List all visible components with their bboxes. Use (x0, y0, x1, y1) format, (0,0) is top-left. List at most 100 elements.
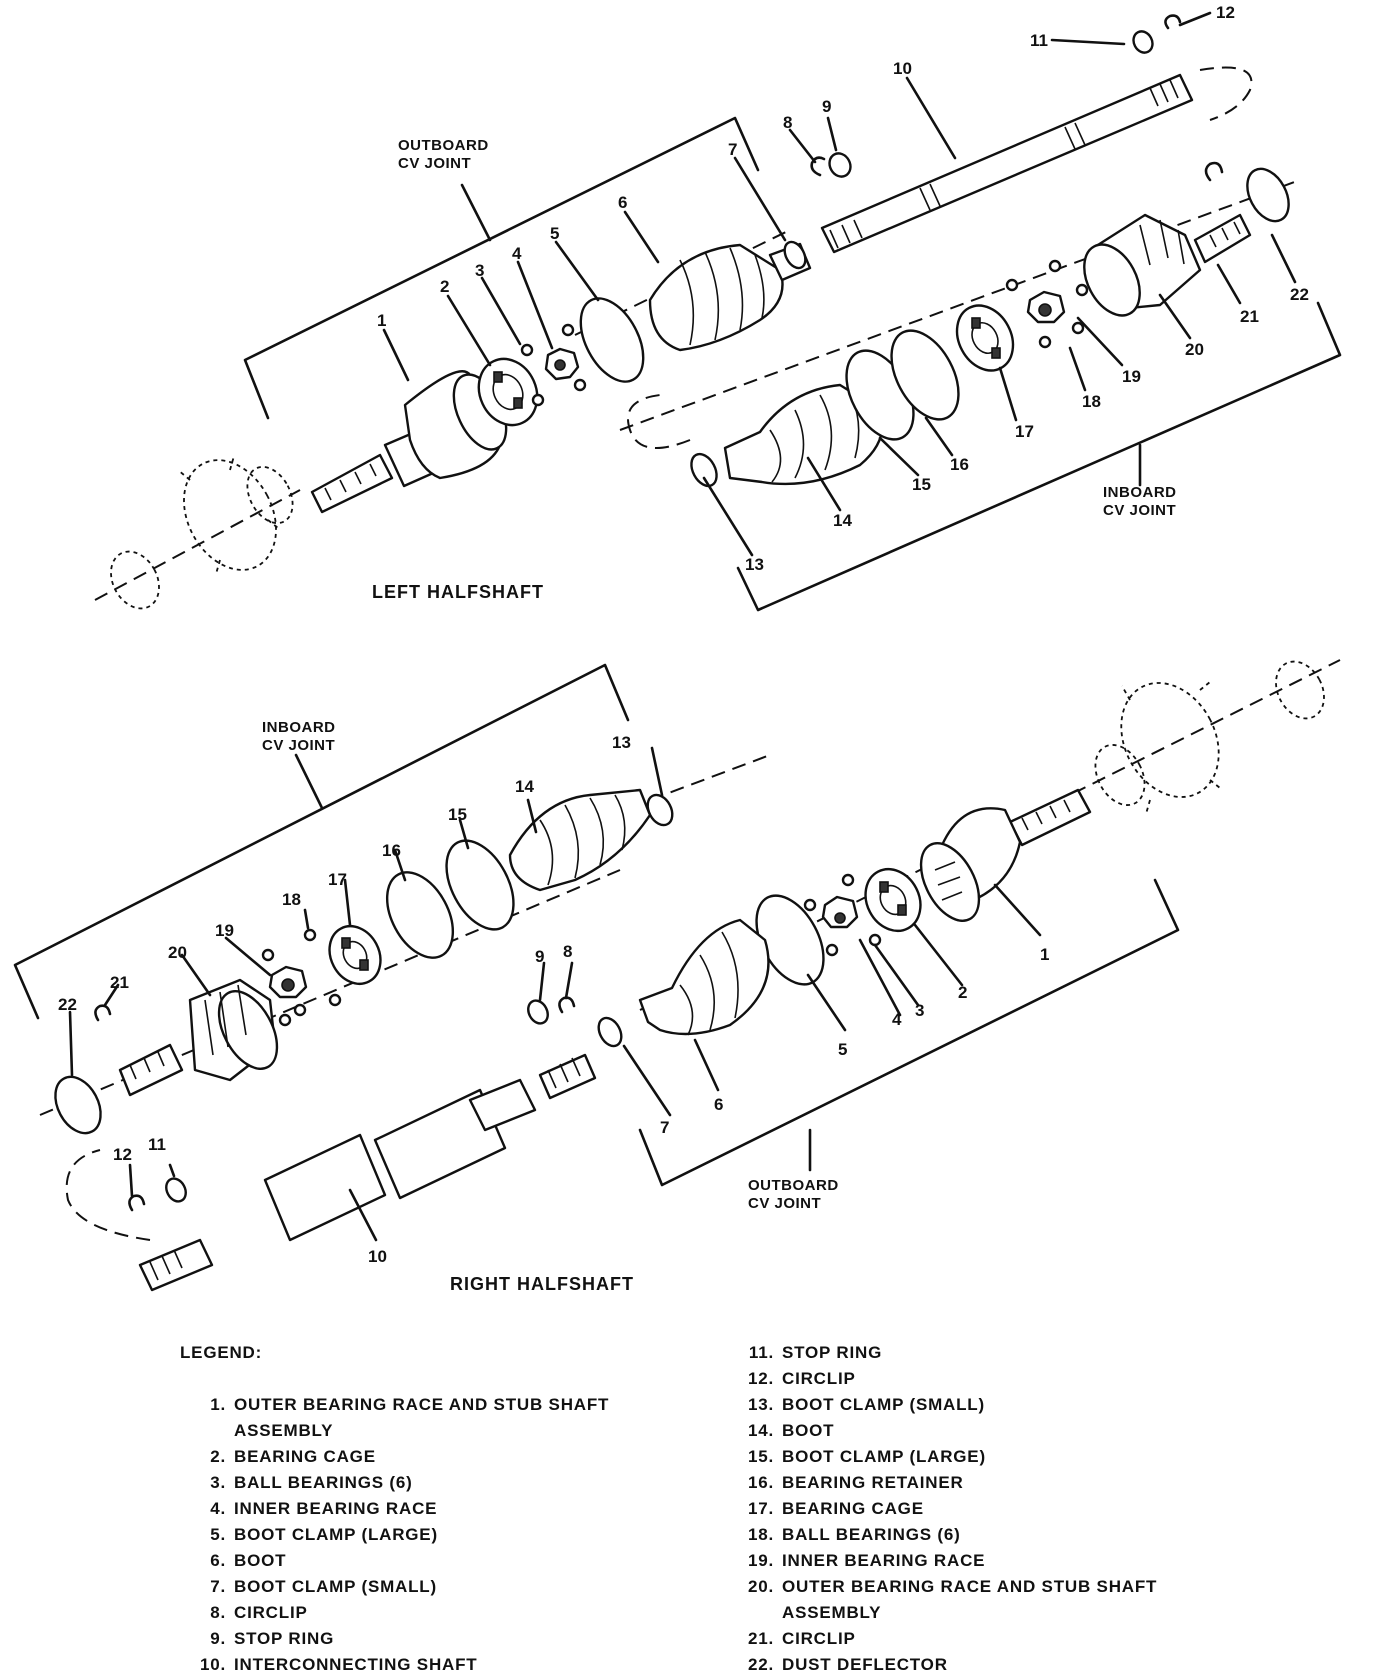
legend-item-label: STOP RING (234, 1629, 335, 1648)
left-callout-20: 20 (1185, 340, 1204, 359)
left-interconnecting-shaft (820, 66, 1253, 254)
right-halfshaft-assembly: 1 2 3 4 5 6 7 8 9 10 11 12 13 14 15 16 1… (13, 659, 1341, 1294)
left-boot-clamp-small-13 (690, 452, 718, 488)
right-callout-22: 22 (58, 995, 77, 1014)
left-inboard-label-line2: CV JOINT (1103, 502, 1176, 519)
legend-item-number: 12. (747, 1369, 774, 1388)
left-centerline-inboard (619, 179, 1301, 431)
left-leader-lines (382, 11, 1297, 557)
right-callout-4: 4 (892, 1010, 902, 1029)
legend-item-label: OUTER BEARING RACE AND STUB SHAFT ASSEMB… (234, 1395, 610, 1440)
left-callout-16: 16 (950, 455, 969, 474)
right-circlip-21 (94, 1004, 112, 1022)
left-outboard-label-line2: CV JOINT (398, 155, 471, 172)
left-ball-bearings (520, 323, 587, 407)
legend-item-label: BEARING CAGE (234, 1447, 376, 1466)
right-outboard-bracket (638, 878, 1180, 1187)
right-bearing-cage (864, 868, 922, 932)
left-callout-7: 7 (728, 140, 737, 159)
right-callout-19: 19 (215, 921, 234, 940)
legend-item-label: BOOT CLAMP (LARGE) (234, 1525, 438, 1544)
legend-item-20: 20.OUTER BEARING RACE AND STUB SHAFT ASS… (728, 1574, 1190, 1626)
left-callout-14: 14 (833, 511, 852, 530)
left-halfshaft-assembly: 1 2 3 4 5 6 7 8 9 10 11 12 13 14 15 16 1… (94, 3, 1342, 612)
left-dust-deflector (1246, 167, 1290, 223)
legend-item-16: 16. BEARING RETAINER (728, 1470, 1190, 1496)
legend-item-number: 21. (747, 1629, 774, 1648)
legend-column-left: 1.OUTER BEARING RACE AND STUB SHAFT ASSE… (180, 1392, 650, 1678)
left-callout-1: 1 (377, 311, 386, 330)
legend-item-2: 2. BEARING CAGE (180, 1444, 650, 1470)
left-bearing-retainer (890, 329, 960, 421)
right-callout-17: 17 (328, 870, 347, 889)
right-callout-11: 11 (148, 1135, 166, 1154)
right-callout-9: 9 (535, 947, 544, 966)
legend-title: LEGEND: (180, 1343, 263, 1362)
legend-item-number: 2. (210, 1447, 226, 1466)
left-callout-4: 4 (512, 244, 522, 263)
right-callout-13: 13 (612, 733, 631, 752)
legend-item-label: BOOT CLAMP (LARGE) (782, 1447, 986, 1466)
left-inner-race (544, 347, 580, 381)
legend-item-6: 6.BOOT (180, 1548, 650, 1574)
right-halfshaft-title: RIGHT HALFSHAFT (450, 1274, 634, 1294)
legend-item-9: 9. STOP RING (180, 1626, 650, 1652)
right-callout-6: 6 (714, 1095, 723, 1114)
legend-item-label: BEARING RETAINER (782, 1473, 964, 1492)
right-bearing-retainer (385, 871, 455, 959)
legend-item-label: BALL BEARINGS (6) (782, 1525, 961, 1544)
left-callout-19: 19 (1122, 367, 1141, 386)
right-callout-18: 18 (282, 890, 301, 909)
right-dust-deflector (54, 1075, 102, 1135)
right-callout-16: 16 (382, 841, 401, 860)
legend-item-15: 15. BOOT CLAMP (LARGE) (728, 1444, 1190, 1470)
legend-item-number: 8. (210, 1603, 226, 1622)
right-circlip (558, 996, 576, 1014)
right-interconnecting-shaft (65, 1053, 597, 1292)
right-ball-bearings-18 (261, 928, 342, 1027)
left-circlip-21 (1204, 161, 1224, 182)
legend-item-label: BOOT CLAMP (SMALL) (234, 1577, 437, 1596)
left-callout-3: 3 (475, 261, 484, 280)
legend-item-number: 13. (747, 1395, 774, 1414)
legend-item-number: 14. (747, 1421, 774, 1440)
legend-item-label: BOOT CLAMP (SMALL) (782, 1395, 985, 1414)
left-outboard-label-line1: OUTBOARD (398, 137, 489, 154)
legend-item-5: 5.BOOT CLAMP (LARGE) (180, 1522, 650, 1548)
legend-item-label: BALL BEARINGS (6) (234, 1473, 413, 1492)
right-callouts: 1 2 3 4 5 6 7 8 9 10 11 12 13 14 15 16 1… (58, 733, 1049, 1266)
left-boot-clamp-small (783, 240, 807, 270)
right-callout-7: 7 (660, 1118, 669, 1137)
right-callout-3: 3 (915, 1001, 924, 1020)
legend-item-number: 16. (747, 1473, 774, 1492)
left-centerline-outer (94, 489, 301, 601)
left-callout-9: 9 (822, 97, 831, 116)
legend-item-number: 10. (199, 1655, 226, 1674)
legend-item-8: 8.CIRCLIP (180, 1600, 650, 1626)
right-outboard-label-line1: OUTBOARD (748, 1177, 839, 1194)
legend-item-number: 15. (747, 1447, 774, 1466)
right-ball-bearings (803, 873, 882, 957)
halfshaft-exploded-diagram: 1 2 3 4 5 6 7 8 9 10 11 12 13 14 15 16 1… (13, 3, 1342, 1294)
right-callout-8: 8 (563, 942, 572, 961)
right-stop-ring-11 (165, 1177, 187, 1203)
legend-item-number: 19. (747, 1551, 774, 1570)
legend-item-number: 9. (210, 1629, 226, 1648)
left-callout-15: 15 (912, 475, 931, 494)
legend-item-3: 3.BALL BEARINGS (6) (180, 1470, 650, 1496)
right-outer-race-stub-shaft (919, 788, 1092, 922)
left-boot (648, 242, 812, 352)
legend-item-21: 21. CIRCLIP (728, 1626, 1190, 1652)
left-inner-race-19 (1026, 290, 1066, 324)
legend-item-17: 17.BEARING CAGE (728, 1496, 1190, 1522)
right-inboard-bracket (13, 663, 630, 1020)
right-callout-12: 12 (113, 1145, 132, 1164)
right-inboard-label-line2: CV JOINT (262, 737, 335, 754)
right-boot-clamp-large-15 (445, 839, 515, 931)
legend-item-label: CIRCLIP (782, 1629, 856, 1648)
legend-item-label: DUST DEFLECTOR (782, 1655, 948, 1674)
right-leader-lines (68, 746, 1042, 1242)
left-callout-10: 10 (893, 59, 912, 78)
left-inboard-bracket (736, 301, 1342, 612)
